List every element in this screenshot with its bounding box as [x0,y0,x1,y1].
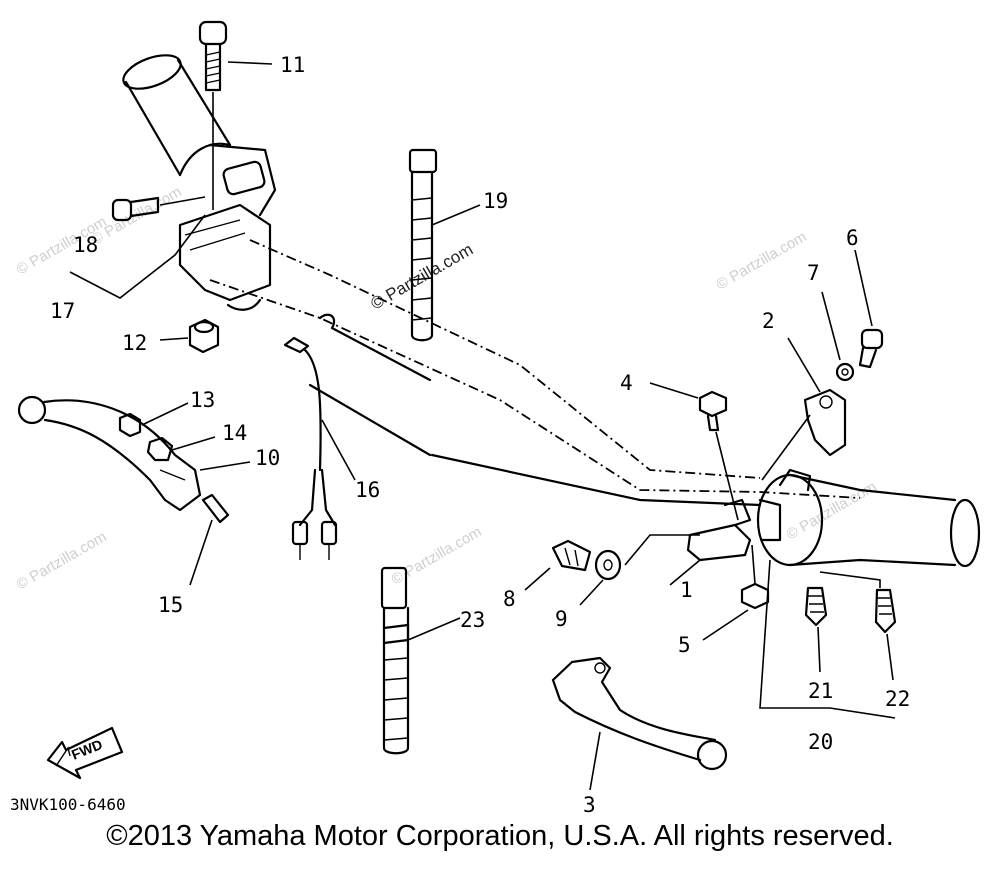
watermark: © Partzilla.com [14,528,110,593]
watermark-layer: © Partzilla.com © Partzilla.com © Partzi… [14,183,880,593]
grommet-8-and-washer-9 [524,534,700,606]
left-grip-and-switch [122,54,277,311]
group-17-leader [69,214,206,299]
drawing-code: 3NVK100-6460 [10,795,126,814]
callout-18: 18 [73,233,98,257]
callout-15: 15 [158,593,183,617]
callout-14: 14 [222,421,247,445]
nut-5 [702,544,770,641]
callout-20: 20 [808,730,833,754]
right-grip-and-throttle [756,468,981,568]
nut-12 [159,318,220,354]
callout-21: 21 [808,679,833,703]
callout-4: 4 [620,371,633,395]
brake-lever-3 [551,656,728,791]
wire-harness-16 [283,336,356,560]
callout-22: 22 [885,687,910,711]
callout-17: 17 [50,299,75,323]
callout-7: 7 [807,261,820,285]
bolt-11 [198,20,273,210]
watermark: © Partzilla.com [714,228,810,293]
bolt-4 [649,382,739,521]
callout-11: 11 [280,53,305,77]
fwd-label: FWD [69,736,105,763]
callout-5: 5 [678,633,691,657]
watermark: © Partzilla.com [389,523,485,588]
clutch-lever-assembly [17,395,251,586]
callout-9: 9 [555,607,568,631]
watermark-center: © Partzilla.com [368,240,477,314]
cable-tie-19 [408,148,481,342]
callout-2: 2 [762,309,775,333]
callout-13: 13 [190,388,215,412]
callout-16: 16 [355,478,380,502]
callout-labels: 1 2 3 4 5 6 7 8 9 10 11 12 13 14 15 16 1… [50,53,910,817]
callout-23: 23 [460,608,485,632]
cable-tie-23 [380,566,461,755]
exploded-parts-diagram: © Partzilla.com © Partzilla.com © Partzi… [10,20,981,817]
holder-2-and-fasteners [761,249,884,481]
callout-19: 19 [483,189,508,213]
callout-10: 10 [255,446,280,470]
callout-8: 8 [503,587,516,611]
fwd-arrow-icon: FWD [46,726,124,780]
handlebar [209,239,861,507]
bracket-1 [669,498,752,586]
watermark: © Partzilla.com [784,478,880,543]
callout-6: 6 [846,226,859,250]
screw-18 [111,196,206,222]
callout-1: 1 [680,578,693,602]
callout-3: 3 [583,793,596,817]
callout-12: 12 [122,331,147,355]
copyright-notice: ©2013 Yamaha Motor Corporation, U.S.A. A… [106,820,894,852]
screws-21-22 [759,559,897,719]
